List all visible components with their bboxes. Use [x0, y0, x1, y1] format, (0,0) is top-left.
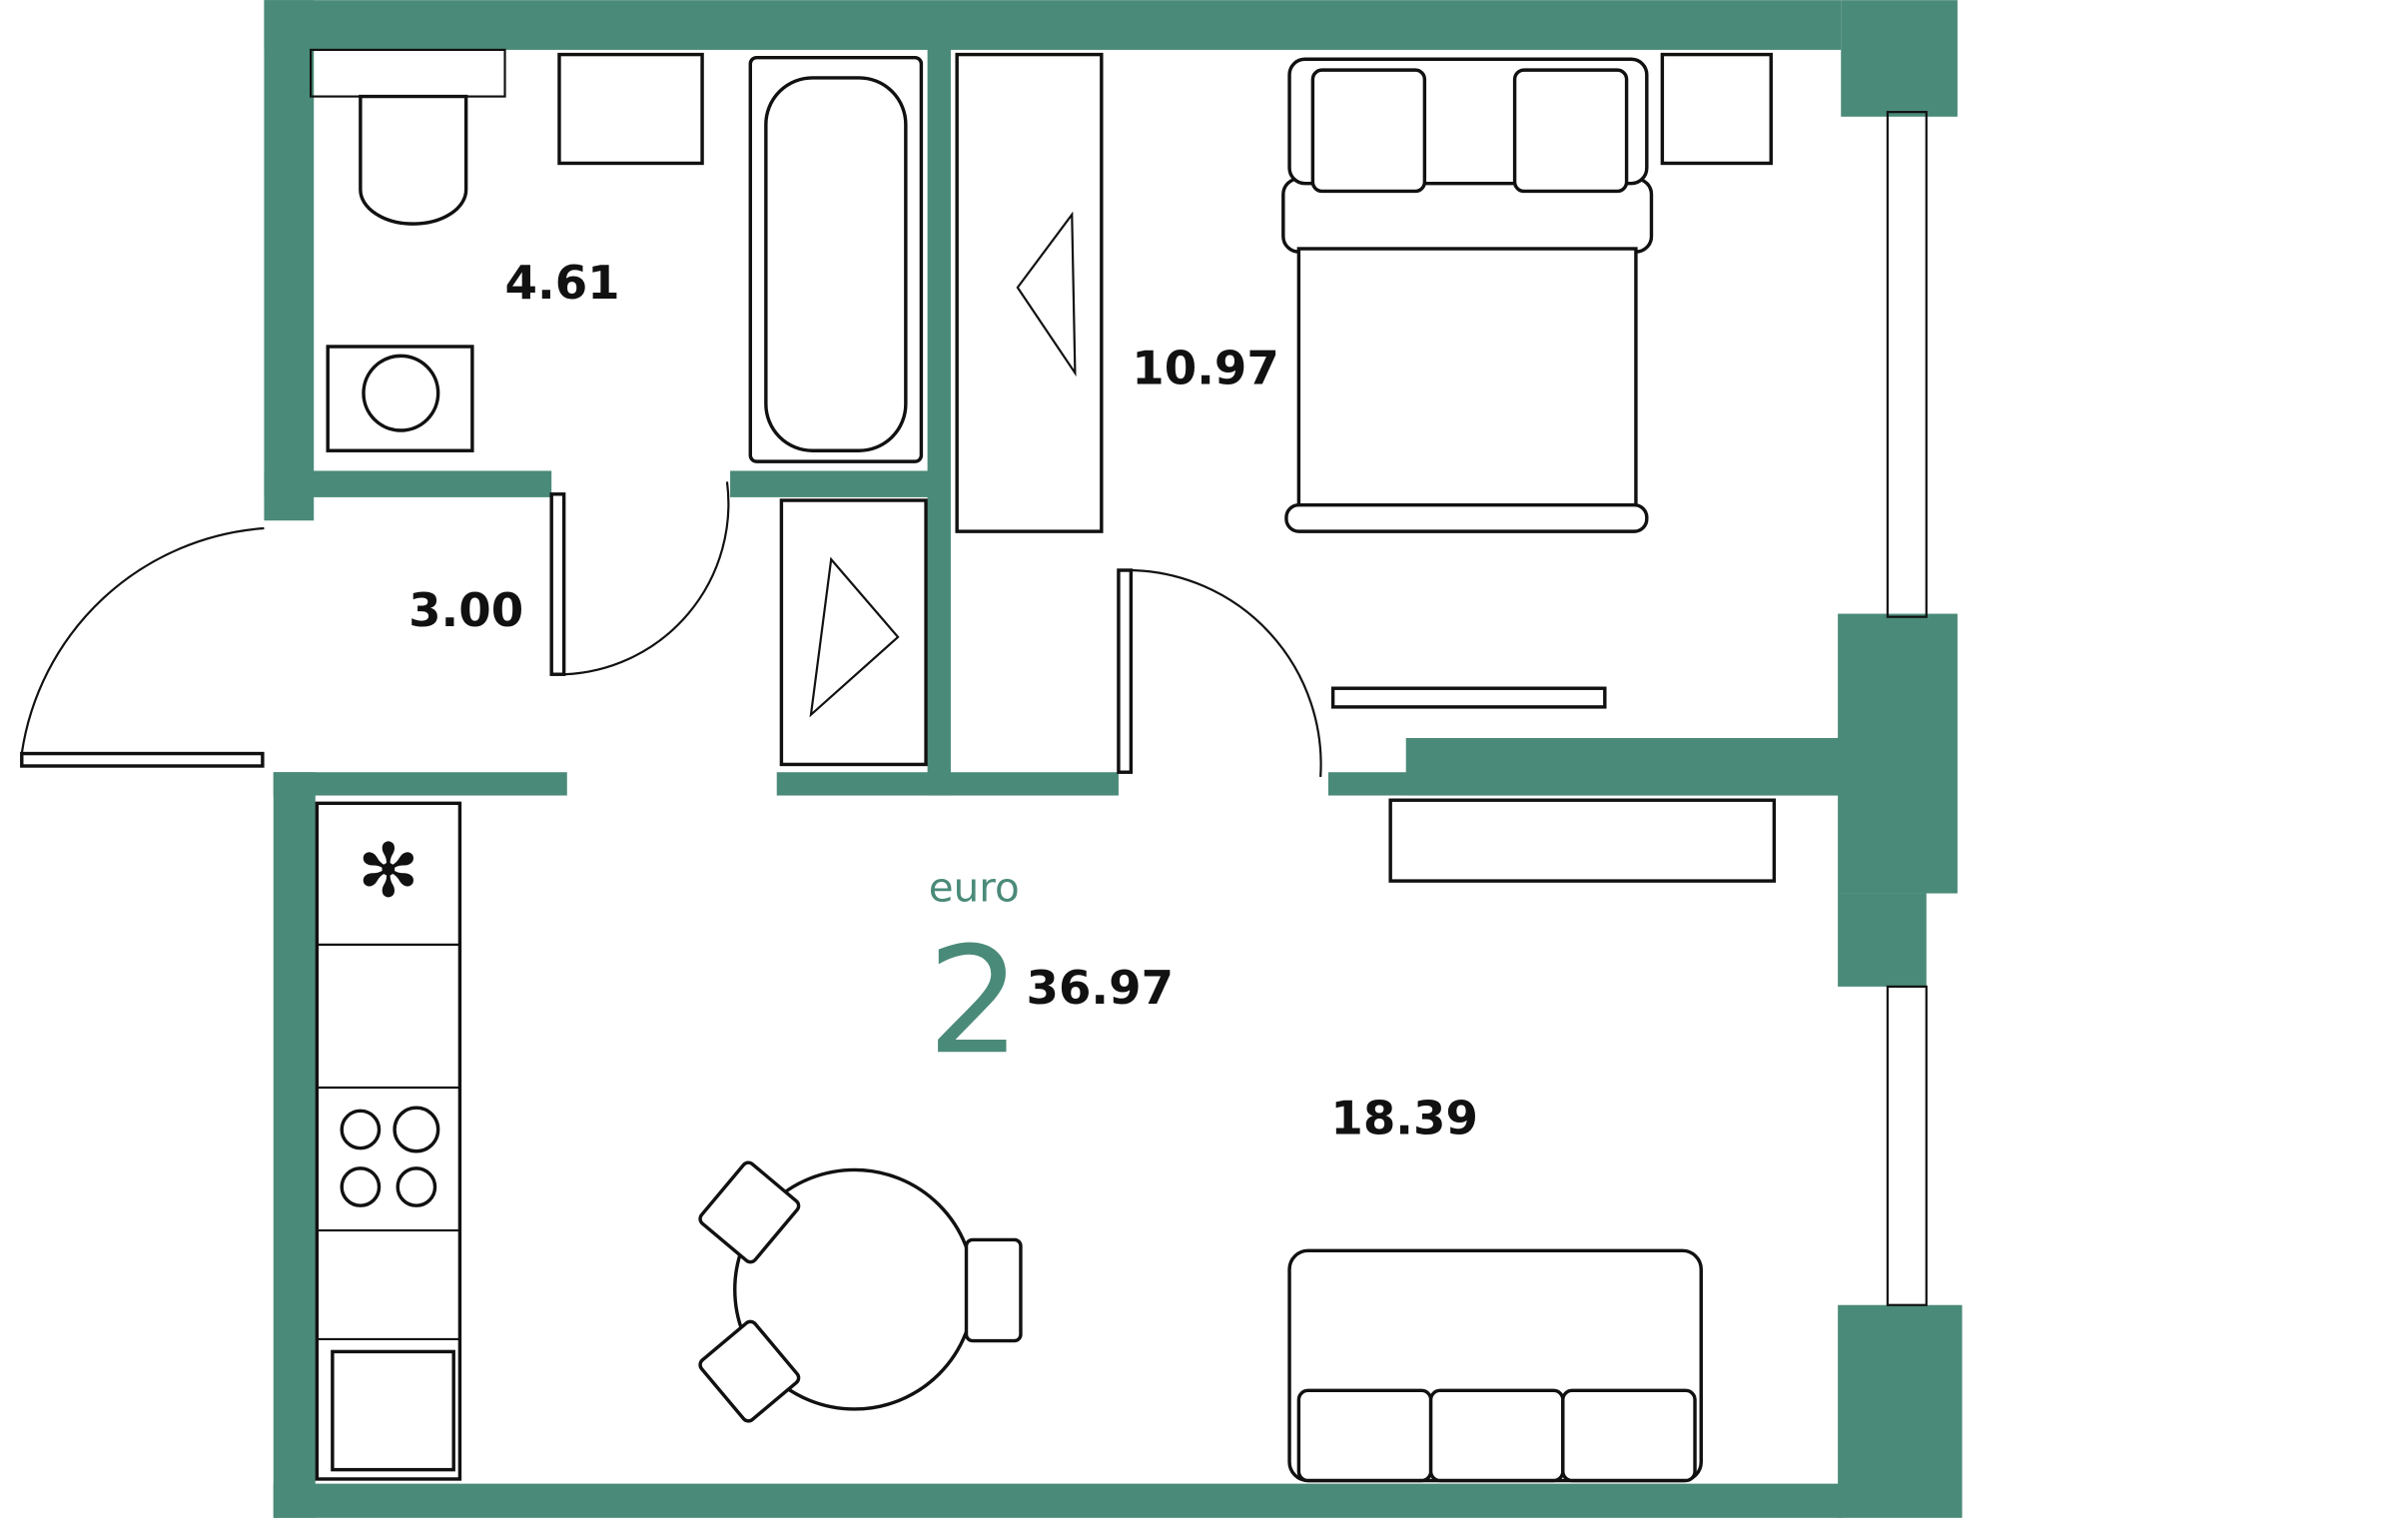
total-area: 36.97	[1026, 962, 1174, 1016]
hallway-area: 3.00	[408, 584, 523, 638]
nightstand-icon	[1660, 52, 1773, 166]
chair-icon	[964, 1237, 1023, 1343]
furniture: ✻	[315, 52, 1777, 1483]
snowflake-icon: ✻	[358, 831, 420, 914]
rooms-count: 2	[927, 915, 1021, 1087]
apartment-type-label: euro	[929, 863, 1020, 911]
sink-icon	[557, 52, 704, 166]
doors	[20, 481, 1322, 777]
living-kitchen-area: 18.39	[1330, 1093, 1478, 1146]
stove-icon	[340, 1109, 382, 1150]
tv-stand-icon	[1388, 798, 1777, 883]
walls	[264, 0, 1963, 1518]
area-labels: 4.61 10.97 3.00 18.39 euro 2 36.97	[408, 257, 1478, 1146]
chair-icon	[698, 1160, 801, 1264]
bathroom-area: 4.61	[505, 257, 620, 311]
oven-icon	[331, 1349, 455, 1472]
bedroom-area: 10.97	[1132, 342, 1279, 395]
chair-icon	[698, 1319, 801, 1423]
hall-wardrobe-icon	[779, 498, 928, 767]
toilet-icon	[359, 94, 468, 226]
wardrobe-icon	[955, 52, 1104, 533]
tv-icon	[1330, 686, 1607, 709]
